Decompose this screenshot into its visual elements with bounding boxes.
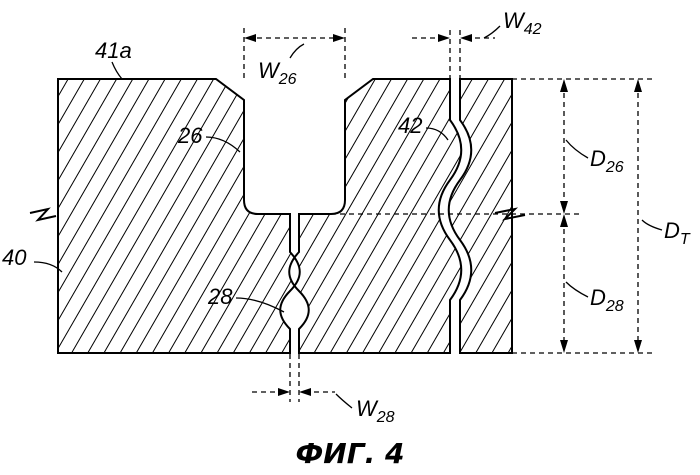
label-28: 28	[207, 284, 233, 309]
dim-w42-label: W42	[503, 8, 542, 38]
left-break-mark	[30, 209, 56, 220]
dim-d28-label: D28	[590, 285, 624, 315]
dim-dt-label: DT	[664, 218, 691, 248]
figure-caption: ФИГ. 4	[296, 437, 405, 470]
label-42: 42	[398, 113, 422, 138]
label-40: 40	[2, 245, 27, 270]
material-body	[58, 79, 512, 353]
label-26: 26	[177, 123, 203, 148]
dim-d26-label: D26	[590, 146, 624, 176]
dim-w26-label: W26	[258, 58, 297, 88]
label-41a: 41a	[95, 38, 132, 63]
dim-w28-label: W28	[356, 396, 395, 426]
